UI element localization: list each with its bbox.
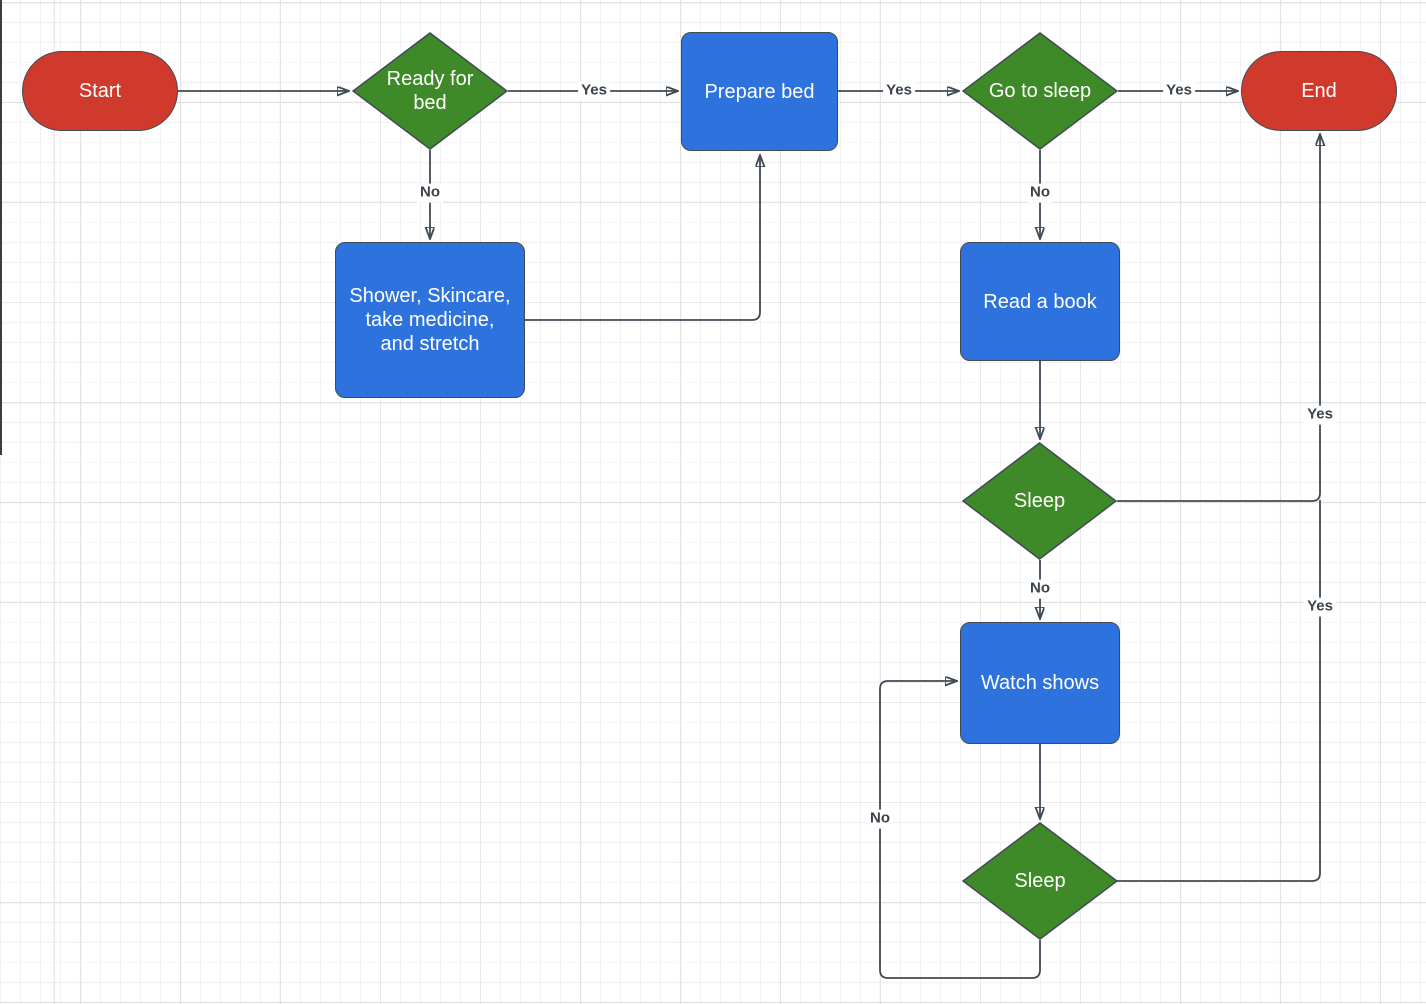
- edge-label-sleep1-yes[interactable]: Yes: [1304, 405, 1336, 425]
- node-go-to-sleep-label: Go to sleep: [988, 80, 1092, 102]
- node-sleep-2-decision[interactable]: Sleep: [962, 822, 1118, 940]
- edge-shower-to-prepare[interactable]: [525, 155, 760, 321]
- edge-sleep2-yes-to-end[interactable]: [1117, 500, 1321, 882]
- node-read-a-book-process[interactable]: Read a book: [960, 242, 1120, 361]
- node-shower-skincare-process[interactable]: Shower, Skincare, take medicine, and str…: [335, 242, 525, 398]
- edge-label-prepare-yes[interactable]: Yes: [883, 81, 915, 101]
- node-prepare-bed-label: Prepare bed: [704, 80, 815, 103]
- edge-label-gotosleep-yes[interactable]: Yes: [1163, 81, 1195, 101]
- node-watch-shows-label: Watch shows: [980, 672, 1100, 694]
- node-end-terminator[interactable]: End: [1241, 51, 1397, 131]
- edge-label-sleep2-yes[interactable]: Yes: [1304, 597, 1336, 617]
- node-sleep-1-label: Sleep: [1013, 490, 1066, 512]
- node-go-to-sleep-decision[interactable]: Go to sleep: [962, 32, 1118, 150]
- node-start-terminator[interactable]: Start: [22, 51, 178, 131]
- node-prepare-bed-process[interactable]: Prepare bed: [681, 32, 838, 151]
- diamond-shape: [962, 32, 1118, 150]
- diamond-shape: [962, 822, 1118, 940]
- node-watch-shows-process[interactable]: Watch shows: [960, 622, 1120, 744]
- diamond-shape: [352, 32, 508, 150]
- node-ready-for-bed-label: Ready for bed: [386, 68, 474, 114]
- edge-sleep1-yes-to-end[interactable]: [1117, 134, 1320, 502]
- node-ready-for-bed-decision[interactable]: Ready for bed: [352, 32, 508, 150]
- canvas-left-edge-line: [0, 0, 2, 455]
- diamond-shape: [962, 442, 1117, 560]
- edge-label-ready-yes[interactable]: Yes: [578, 81, 610, 101]
- node-start-label: Start: [78, 80, 122, 102]
- edge-label-gotosleep-no[interactable]: No: [1027, 183, 1053, 203]
- edge-label-sleep2-no[interactable]: No: [867, 809, 893, 829]
- node-sleep-1-decision[interactable]: Sleep: [962, 442, 1117, 560]
- edge-label-ready-no[interactable]: No: [417, 183, 443, 203]
- node-sleep-2-label: Sleep: [1014, 870, 1066, 892]
- node-read-a-book-label: Read a book: [983, 290, 1097, 313]
- node-shower-skincare-label: Shower, Skincare, take medicine, and str…: [349, 285, 511, 355]
- edge-label-sleep1-no[interactable]: No: [1027, 579, 1053, 599]
- edge-sleep2-no-to-watchshows[interactable]: [879, 681, 1041, 979]
- node-end-label: End: [1301, 80, 1337, 102]
